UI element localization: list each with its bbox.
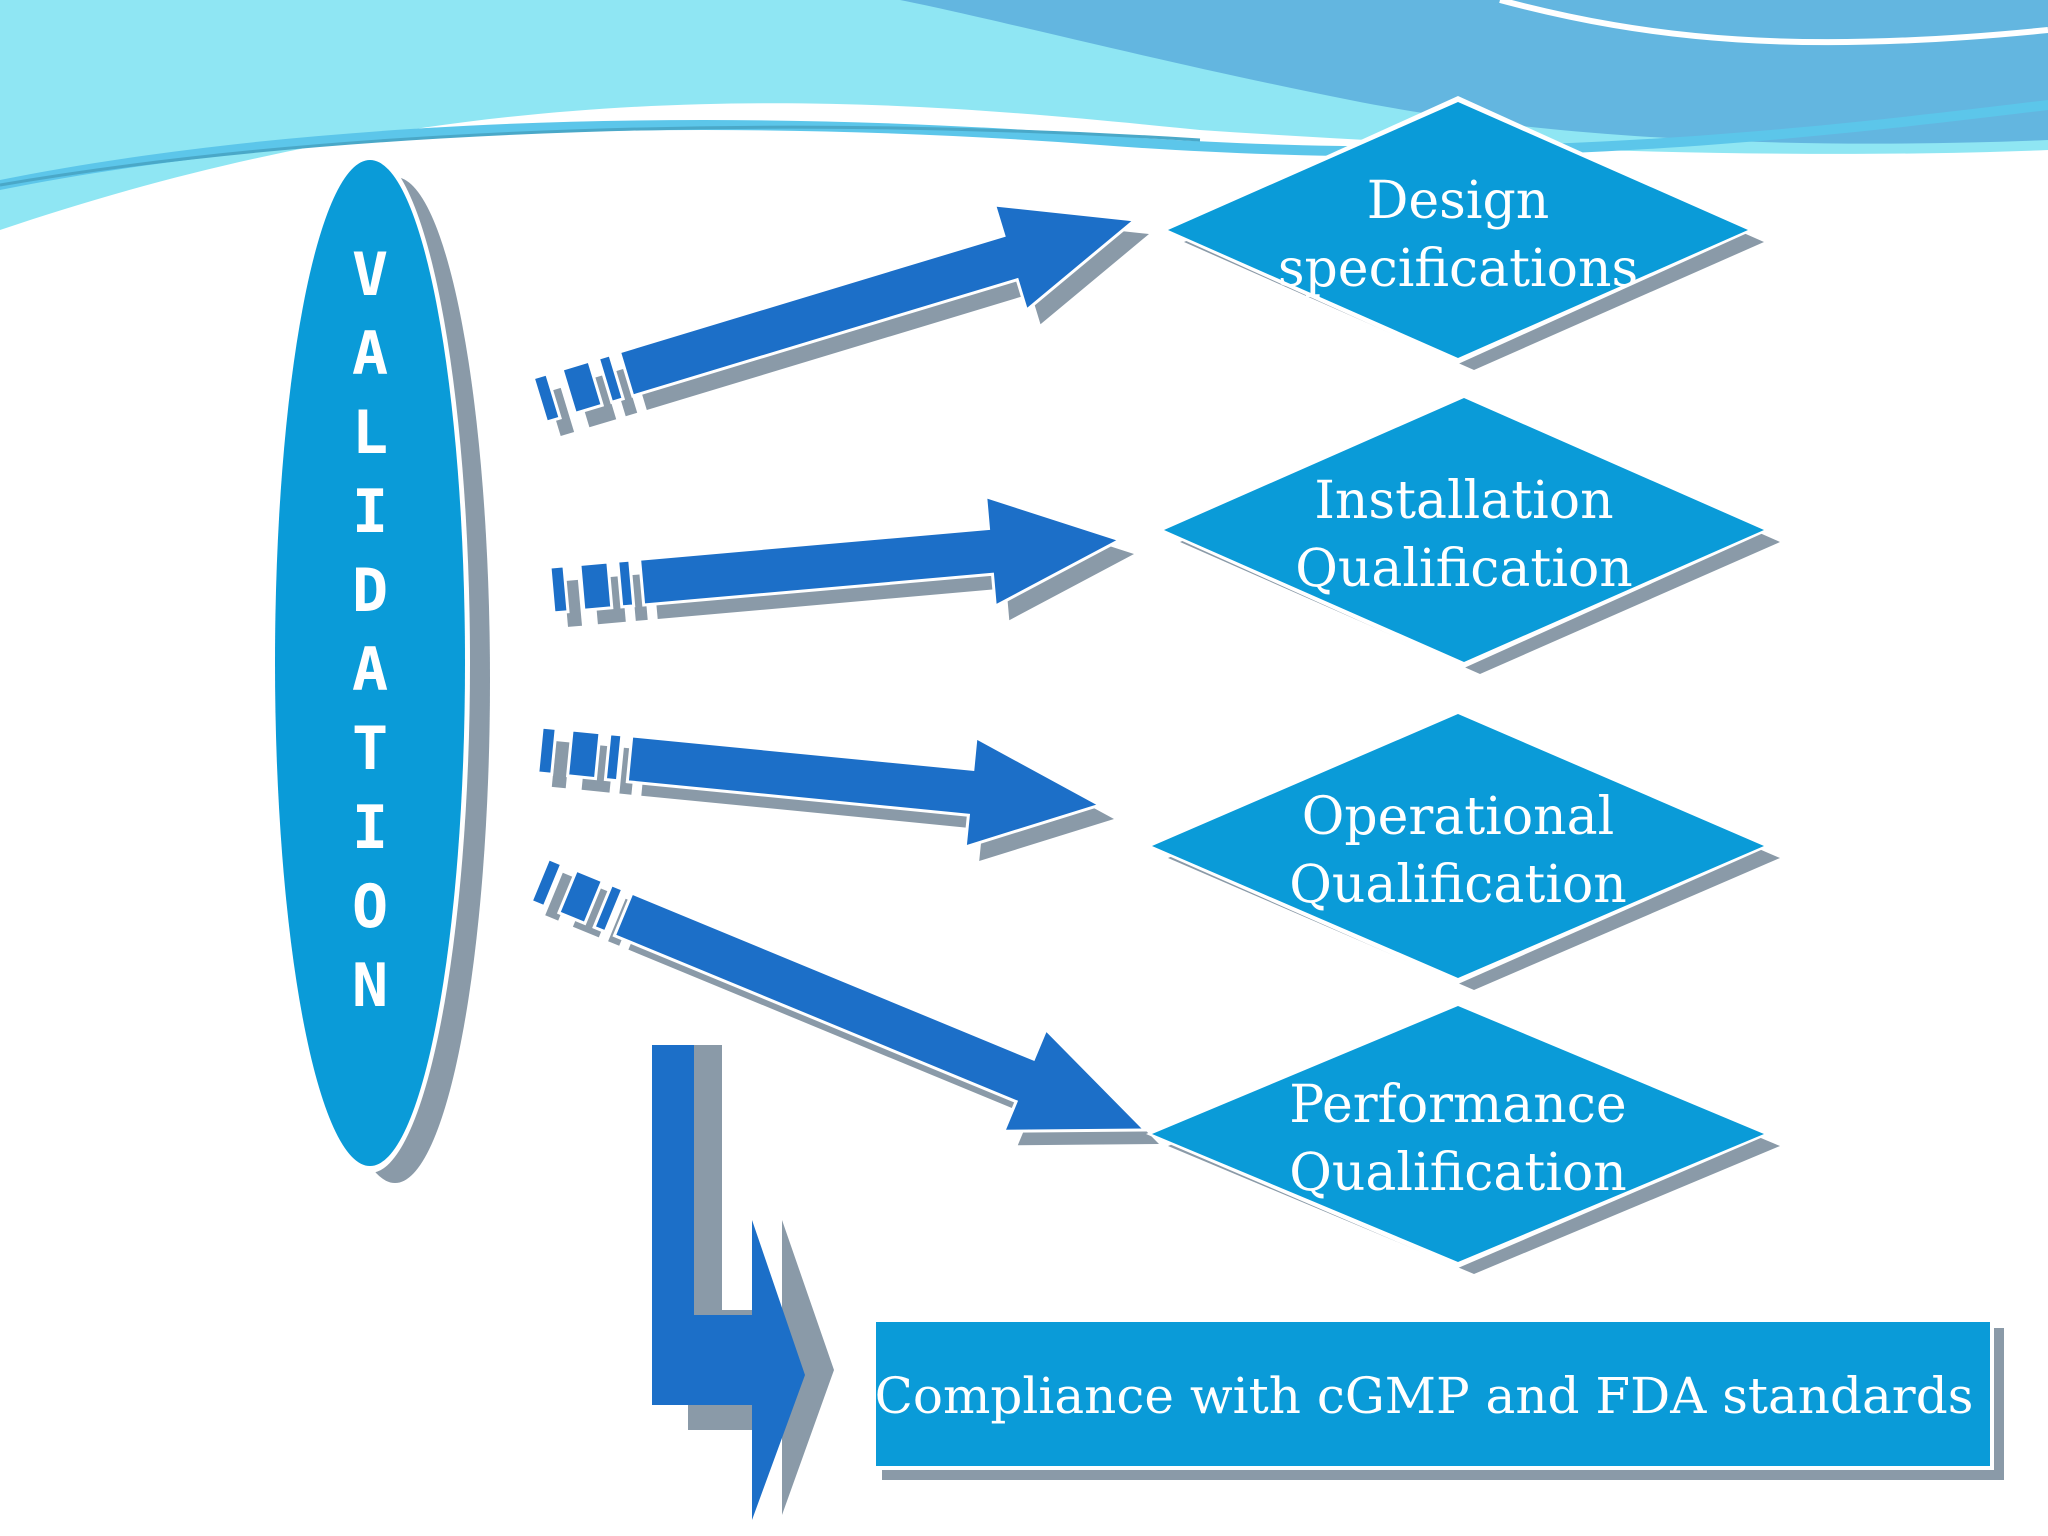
validation-letter: T <box>352 714 388 784</box>
header-wave-decoration <box>0 0 2048 230</box>
stage-arrow-4 <box>529 856 1159 1146</box>
stage-label-line2: Qualification <box>1295 539 1633 599</box>
stage-label-line2: Qualification <box>1289 1143 1627 1203</box>
compliance-label: Compliance with cGMP and FDA standards <box>875 1367 1974 1425</box>
stage-arrow-2 <box>548 494 1134 627</box>
stage-arrow-1 <box>531 203 1149 436</box>
stage-label-line2: specifications <box>1278 239 1638 299</box>
validation-ellipse <box>275 160 465 1166</box>
validation-letter: A <box>352 635 388 705</box>
validation-letter: V <box>352 240 388 310</box>
validation-letter: D <box>352 556 388 626</box>
stage-arrows <box>529 203 1159 1146</box>
stage-diamond-1: Design specifications <box>1162 96 1764 370</box>
validation-letter: A <box>352 319 388 389</box>
validation-letter: O <box>352 872 388 942</box>
validation-letter: N <box>352 951 388 1021</box>
stage-label-line1: Operational <box>1302 787 1615 847</box>
stage-arrow-3 <box>536 725 1114 861</box>
stage-diamonds: Design specificationsInstallationQualific… <box>1146 96 1780 1274</box>
stage-label-line1: Design <box>1367 171 1550 231</box>
compliance-arrow <box>652 1045 834 1520</box>
stage-label-line2: Qualification <box>1289 855 1627 915</box>
stage-label-line1: Installation <box>1314 471 1613 531</box>
stage-label-line1: Performance <box>1289 1075 1626 1135</box>
compliance-banner: Compliance with cGMP and FDA standards <box>872 1318 2004 1480</box>
validation-letter: I <box>352 477 388 547</box>
validation-letter: I <box>352 793 388 863</box>
validation-letter: L <box>352 398 388 468</box>
